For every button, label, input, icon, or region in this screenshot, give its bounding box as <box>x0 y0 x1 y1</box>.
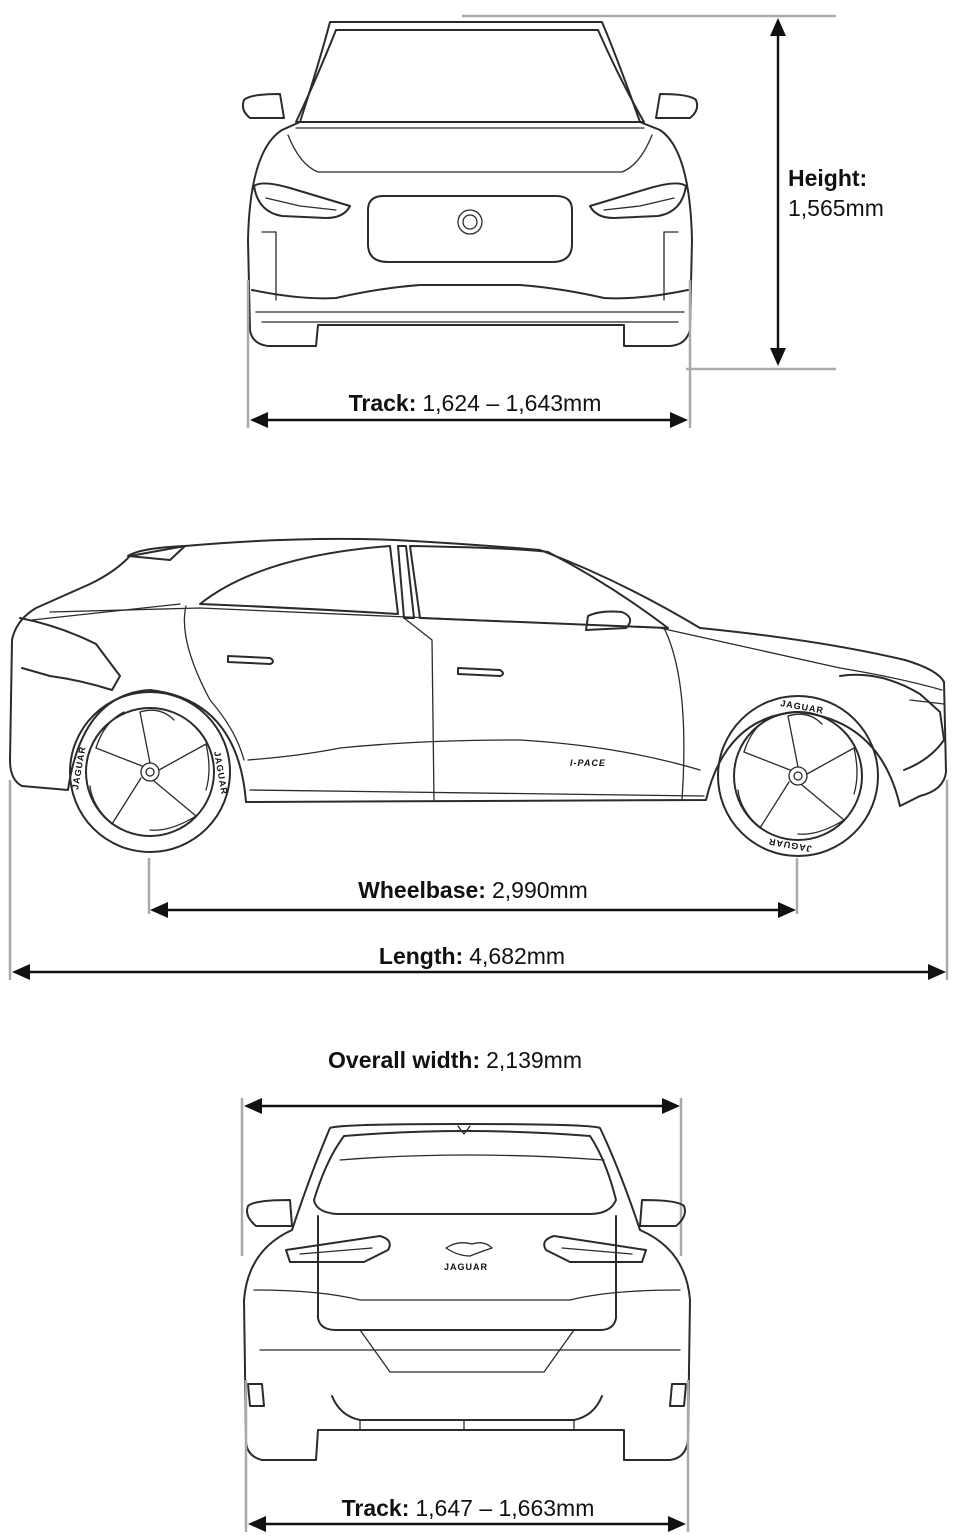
wheelbase-value: 2,990mm <box>492 877 588 903</box>
length-value: 4,682mm <box>469 943 565 969</box>
wheelbase-dimension <box>150 902 796 918</box>
rear-badge: JAGUAR <box>444 1262 488 1272</box>
height-label: Height: <box>788 165 867 191</box>
front-track-dimension <box>250 412 688 428</box>
rear-track-label: Track: <box>342 1495 410 1521</box>
overall-width-text: Overall width:2,139mm <box>328 1047 582 1073</box>
rear-view-car <box>243 1123 691 1461</box>
height-value: 1,565mm <box>788 195 884 221</box>
rear-track-value: 1,647 – 1,663mm <box>415 1495 594 1521</box>
length-label: Length: <box>379 943 463 969</box>
wheelbase-text: Wheelbase:2,990mm <box>358 877 588 903</box>
overall-width-dimension <box>244 1098 680 1114</box>
front-view-car <box>241 21 699 347</box>
length-dimension <box>12 964 946 980</box>
front-track-label: Track: <box>349 390 417 416</box>
rear-track-dimension <box>248 1516 686 1532</box>
rear-track-text: Track:1,647 – 1,663mm <box>342 1495 595 1521</box>
height-dimension <box>770 18 786 366</box>
front-track-text: Track:1,624 – 1,643mm <box>349 390 602 416</box>
overall-width-value: 2,139mm <box>486 1047 582 1073</box>
front-track-value: 1,624 – 1,643mm <box>422 390 601 416</box>
wheelbase-label: Wheelbase: <box>358 877 486 903</box>
side-view-car <box>9 537 947 857</box>
side-badge: I-PACE <box>570 758 606 768</box>
overall-width-label: Overall width: <box>328 1047 480 1073</box>
length-text: Length:4,682mm <box>379 943 565 969</box>
